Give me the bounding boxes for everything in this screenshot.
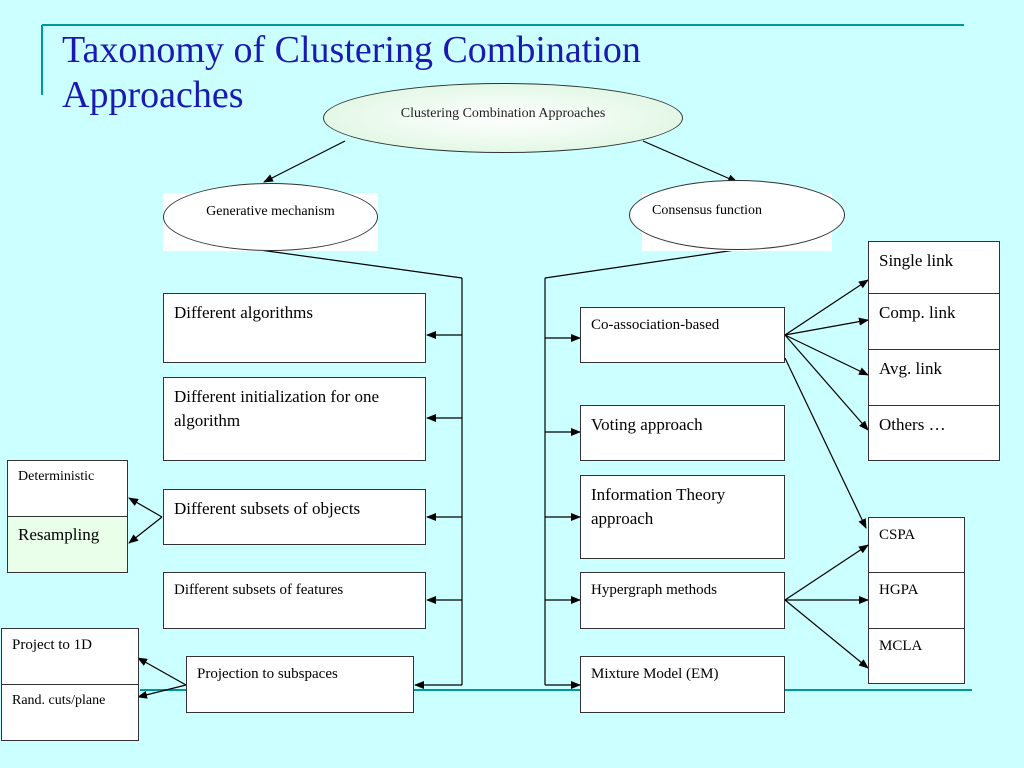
information-theory-box: Information Theory approach — [580, 475, 785, 559]
consensus-label: Consensus function — [652, 203, 763, 218]
resampling-box: Resampling — [7, 516, 128, 573]
single-link-box: Single link — [868, 241, 1000, 298]
different-subsets-features-box: Different subsets of features — [163, 572, 426, 629]
comp-link-box: Comp. link — [868, 293, 1000, 350]
voting-approach-box: Voting approach — [580, 405, 785, 461]
root-node: Clustering Combination Approaches — [323, 83, 683, 153]
co-association-box: Co-association-based — [580, 307, 785, 363]
mixture-model-box: Mixture Model (EM) — [580, 656, 785, 713]
hgpa-box: HGPA — [868, 572, 965, 629]
consensus-node: Consensus function — [629, 180, 845, 250]
generative-node: Generative mechanism — [163, 183, 378, 251]
hypergraph-methods-box: Hypergraph methods — [580, 572, 785, 629]
mcla-box: MCLA — [868, 628, 965, 684]
different-subsets-objects-box: Different subsets of objects — [163, 489, 426, 545]
different-algorithms-box: Different algorithms — [163, 293, 426, 363]
project-1d-box: Project to 1D — [1, 628, 139, 685]
generative-label: Generative mechanism — [206, 204, 335, 219]
projection-subspaces-box: Projection to subspaces — [186, 656, 414, 713]
rand-cuts-box: Rand. cuts/plane — [1, 684, 139, 741]
avg-link-box: Avg. link — [868, 349, 1000, 406]
slide-title: Taxonomy of Clustering Combination Appro… — [62, 29, 641, 116]
cspa-box: CSPA — [868, 517, 965, 573]
others-box: Others … — [868, 405, 1000, 461]
root-label: Clustering Combination Approaches — [400, 106, 606, 121]
different-initialization-box: Different initialization for one algorit… — [163, 377, 426, 461]
deterministic-box: Deterministic — [7, 460, 128, 517]
